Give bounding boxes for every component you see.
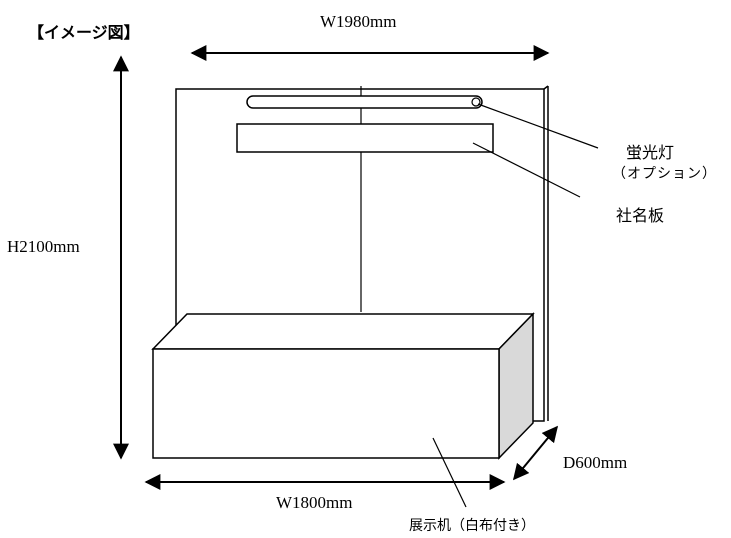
back-panel-top-edge: [543, 85, 549, 90]
bottom-width-label: W1800mm: [276, 493, 353, 512]
depth-label: D600mm: [563, 453, 627, 472]
table-leader-line: [432, 437, 467, 508]
height-label: H2100mm: [7, 237, 80, 256]
table-top-face: [151, 313, 535, 350]
name-board: [236, 123, 494, 153]
name-board-label: 社名板: [616, 206, 664, 225]
light-note: （オプション）: [612, 166, 717, 182]
table-front-face: [152, 348, 500, 459]
diagram-title: 【イメージ図】: [28, 23, 140, 42]
top-width-label: W1980mm: [320, 12, 397, 31]
light-label: 蛍光灯: [626, 143, 674, 162]
name-board-leader-line: [472, 142, 581, 198]
depth-arrow: [512, 425, 559, 481]
fluorescent-light: [246, 95, 483, 109]
light-leader-line: [477, 103, 599, 149]
table-label: 展示机（白布付き）: [409, 518, 535, 534]
